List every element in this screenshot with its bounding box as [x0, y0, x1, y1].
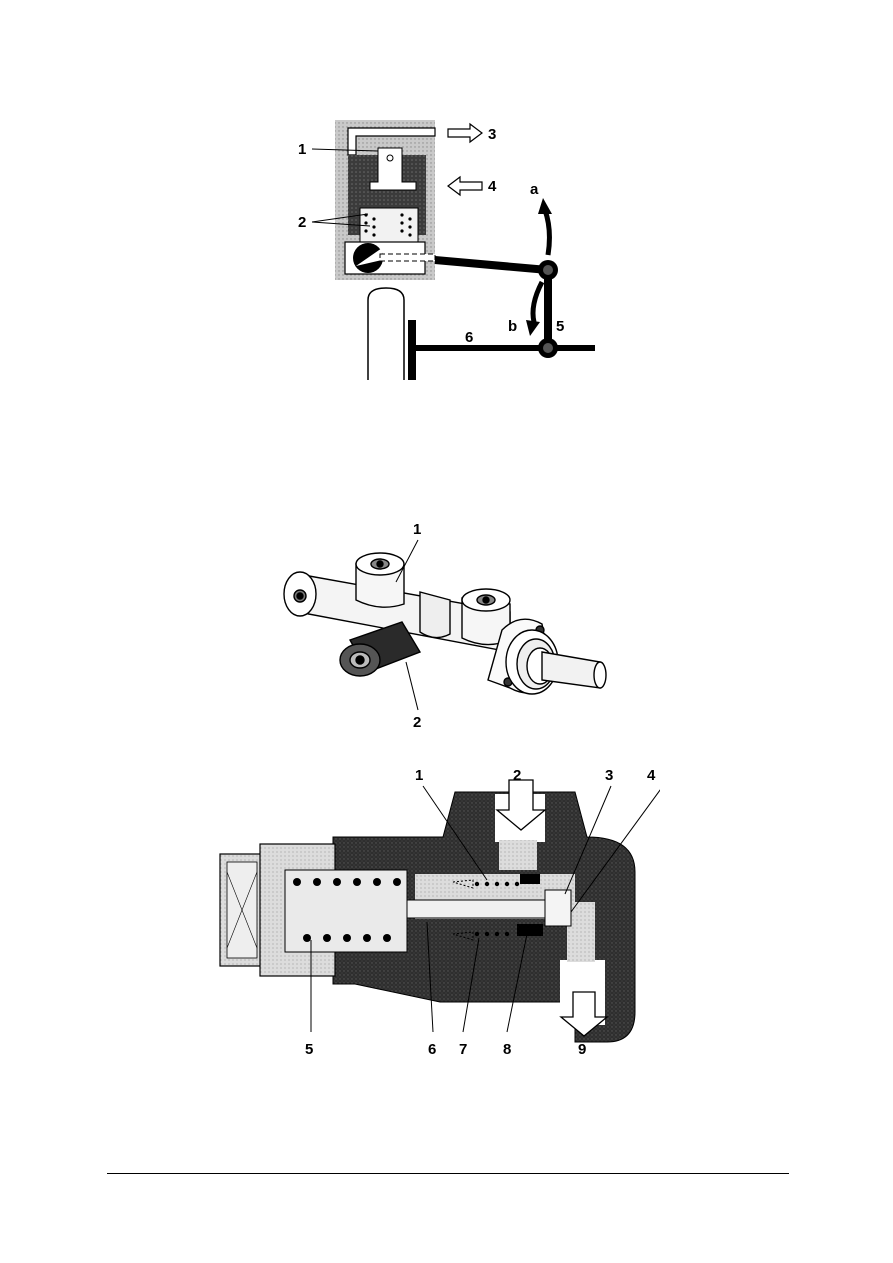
inlet-arrow — [495, 779, 547, 831]
lever-arm — [434, 256, 549, 274]
label-6: 6 — [428, 1041, 436, 1058]
outlet-arrow — [559, 991, 609, 1037]
label-3: 3 — [488, 126, 496, 143]
footer-rule — [107, 1173, 789, 1174]
label-1: 1 — [415, 767, 423, 784]
label-6: 6 — [465, 329, 473, 346]
arrow-a — [542, 209, 552, 256]
figure-section-view: 1 2 3 4 5 6 7 8 9 — [219, 767, 660, 1058]
arrow-b — [530, 280, 545, 323]
frame-tube — [367, 287, 405, 380]
label-b: b — [508, 318, 517, 335]
figure-load-valve: 1 2 3 4 a b 5 6 — [298, 120, 595, 380]
small-spring-lower — [474, 931, 510, 937]
piston-head — [544, 889, 572, 927]
reservoir-port-front — [355, 563, 405, 608]
arrow-4 — [447, 175, 483, 197]
label-1: 1 — [413, 521, 421, 538]
arrow-3 — [447, 122, 483, 144]
label-1: 1 — [298, 141, 306, 158]
seal-8 — [517, 924, 543, 936]
label-a: a — [530, 181, 539, 198]
figure-master-cylinder: 1 2 — [275, 517, 615, 732]
label-4: 4 — [488, 178, 497, 195]
spring-pack — [359, 207, 419, 243]
label-5: 5 — [556, 318, 564, 335]
piston-rod — [406, 899, 558, 919]
label-7: 7 — [459, 1041, 467, 1058]
label-5: 5 — [305, 1041, 313, 1058]
valve-poppet — [369, 147, 417, 191]
label-3: 3 — [605, 767, 613, 784]
label-4: 4 — [647, 767, 656, 784]
small-spring-upper — [474, 881, 520, 887]
label-2: 2 — [298, 214, 306, 231]
label-9: 9 — [578, 1041, 586, 1058]
label-8: 8 — [503, 1041, 511, 1058]
label-2: 2 — [513, 767, 521, 784]
label-2: 2 — [413, 714, 421, 731]
